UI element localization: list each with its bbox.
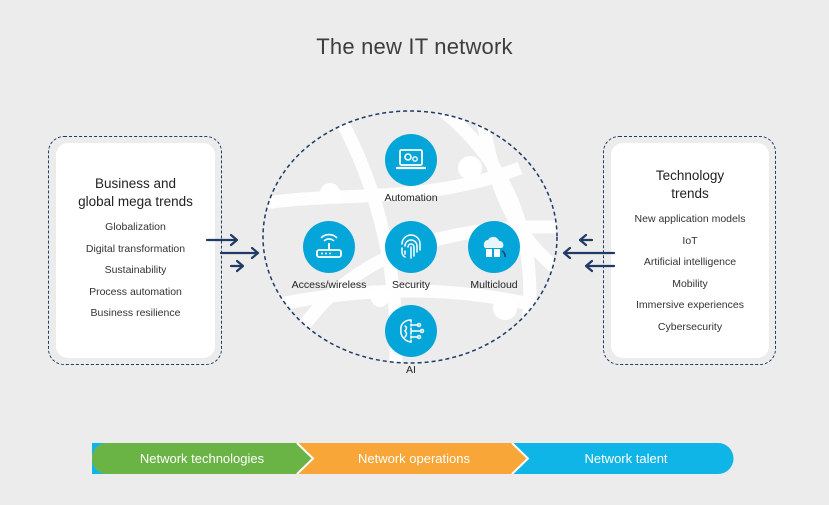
left-panel-heading: Business and global mega trends	[56, 175, 215, 211]
automation-hub	[385, 134, 437, 186]
arrow-left-icon	[562, 246, 616, 260]
right-item-artificial-intelligence: Artificial intelligence	[643, 256, 737, 268]
laptop-gear-icon	[396, 149, 426, 170]
left-panel: Business and global mega trends Globaliz…	[56, 143, 215, 358]
right-arrows	[562, 233, 616, 273]
arrow-right-icon	[229, 259, 245, 273]
access-wireless-hub	[303, 221, 355, 273]
right-item-new-application-models: New application models	[634, 213, 746, 225]
right-heading-line2: trends	[671, 186, 709, 201]
network-talent-segment: Network talent	[584, 451, 668, 466]
left-panel-frame	[48, 136, 222, 365]
multicloud-label: Multicloud	[470, 279, 518, 291]
arrow-right-icon	[205, 233, 239, 247]
right-item-cybersecurity: Cybersecurity	[657, 320, 723, 333]
ai-label: AI	[406, 364, 416, 376]
right-item-mobility: Mobility	[672, 277, 708, 290]
arrow-left-icon	[578, 233, 594, 247]
right-panel: Technology trends New application models…	[611, 143, 769, 358]
fingerprint-icon	[401, 234, 421, 259]
automation-label: Automation	[384, 192, 438, 204]
capability-bar: Network technologies Network operations …	[92, 443, 734, 474]
security-hub	[385, 221, 437, 273]
wireless-router-icon	[316, 233, 342, 258]
network-operations-segment: Network operations	[358, 451, 470, 466]
multicloud-hub	[468, 221, 520, 273]
ai-hub	[385, 305, 437, 357]
left-item-process-automation: Process automation	[89, 285, 182, 298]
right-item-iot: IoT	[682, 234, 698, 247]
right-heading-line1: Technology	[655, 168, 725, 183]
page-title: The new IT network	[316, 34, 513, 59]
arrow-right-icon	[219, 246, 260, 260]
brain-icon	[400, 319, 425, 343]
left-item-digital-transformation: Digital transformation	[85, 242, 186, 255]
right-panel-heading: Technology trends	[611, 167, 769, 203]
left-item-business-resilience: Business resilience	[90, 307, 181, 319]
capability-bar-shapes	[92, 443, 734, 474]
left-arrows	[205, 233, 260, 273]
network-technologies-segment: Network technologies	[139, 451, 265, 466]
left-item-globalization: Globalization	[105, 221, 166, 233]
left-heading-line1: Business and	[94, 176, 177, 191]
cloud-server-icon	[483, 236, 506, 258]
security-label: Security	[392, 279, 430, 291]
right-item-immersive-experiences: Immersive experiences	[636, 299, 744, 311]
globe-icon	[262, 110, 558, 364]
arrow-left-icon	[584, 259, 616, 273]
left-item-sustainability: Sustainability	[104, 264, 167, 276]
access-wireless-label: Access/wireless	[291, 279, 367, 291]
left-heading-line2: global mega trends	[78, 194, 193, 209]
network-globe: Automation Access/wireless Security	[260, 108, 560, 376]
right-panel-frame	[603, 136, 776, 365]
